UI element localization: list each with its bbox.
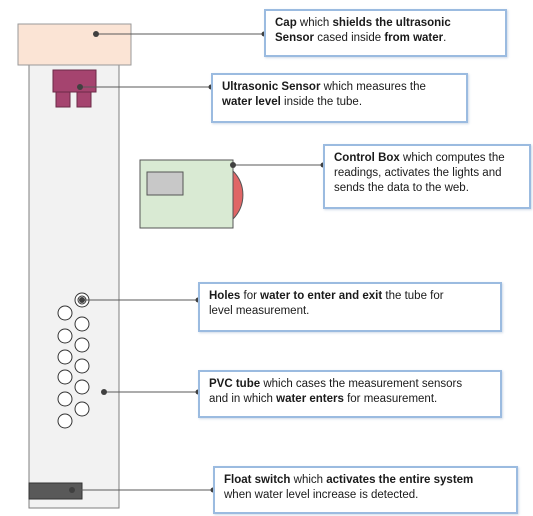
control-box-display [146, 171, 184, 196]
callout-text: from water [384, 32, 444, 44]
callout-text: Control Box [334, 152, 400, 164]
callout-text: when water level increase is detected. [224, 489, 419, 501]
callout-text: readings, activates the lights and [334, 167, 502, 179]
pvc-tube [28, 55, 120, 509]
callout-text: water enters [276, 393, 344, 405]
callout-text: which measures the [320, 81, 426, 93]
callout-text: for [240, 290, 261, 302]
callout-text: for measurement. [343, 393, 438, 405]
callout-text: and in which [209, 393, 277, 405]
holes-callout: Holes for water to enter and exit the tu… [198, 282, 502, 332]
callout-text: sends the data to the web. [334, 182, 469, 194]
leader-lines [72, 33, 323, 491]
callout-text: level measurement. [209, 305, 310, 317]
callout-text: activates the entire system [326, 474, 474, 486]
pvc-tube-callout: PVC tube which cases the measurement sen… [198, 370, 502, 418]
callout-text: Holes [209, 290, 241, 302]
callout-text: Cap [275, 17, 297, 29]
leader-dots [69, 31, 236, 493]
callout-text: water level [222, 96, 281, 108]
float-switch [28, 482, 83, 500]
callout-text: water to enter and exit [260, 290, 383, 302]
callout-text: inside the tube. [280, 96, 363, 108]
callout-text: Sensor [275, 32, 314, 44]
ultrasonic-sensor-callout: Ultrasonic Sensor which measures the wate… [211, 73, 468, 123]
callout-text: cased inside [314, 32, 385, 44]
callout-text: . [443, 32, 447, 44]
callout-text: which computes the [399, 152, 505, 164]
holes [57, 292, 90, 429]
float-switch-callout: Float switch which activates the entire … [213, 466, 518, 514]
control-box [139, 159, 244, 229]
callout-text: which [296, 17, 333, 29]
status-light [232, 169, 244, 221]
callout-text: which cases the measurement sensors [260, 378, 463, 390]
callout-text: shields the ultrasonic [332, 17, 451, 29]
cap [17, 23, 132, 66]
callout-text: PVC tube [209, 378, 261, 390]
callout-text: Float switch [224, 474, 291, 486]
callout-text: the tube for [382, 290, 444, 302]
callout-text: which [290, 474, 327, 486]
control-box-callout: Control Box which computes the readings, … [323, 144, 531, 209]
callout-text: Ultrasonic Sensor [222, 81, 321, 93]
